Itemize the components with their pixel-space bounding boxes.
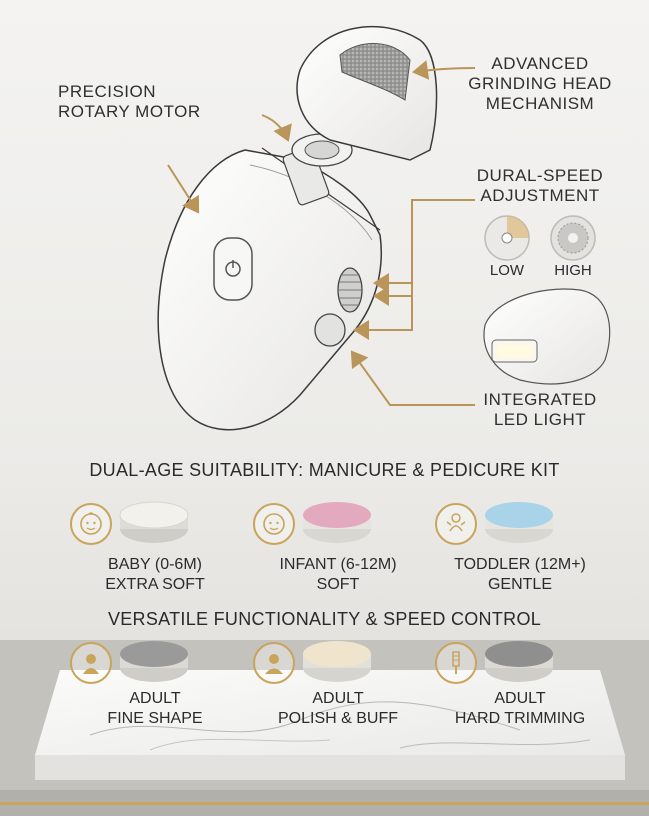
power-button	[213, 237, 253, 301]
man-silhouette-icon	[253, 642, 295, 684]
pad-gentle	[485, 502, 553, 543]
item-line2: SOFT	[316, 576, 360, 593]
pad-extra-soft	[119, 501, 189, 543]
item-line1: ADULT	[494, 690, 546, 707]
section-title-versatile: VERSATILE FUNCTIONALITY & SPEED CONTROL	[107, 609, 542, 629]
item-line1: INFANT (6-12M)	[279, 556, 397, 573]
item-line2: HARD TRIMMING	[454, 710, 586, 727]
item-line1: TODDLER (12M+)	[454, 556, 586, 573]
pad-fine-shape	[120, 641, 188, 682]
item-line1: ADULT	[129, 690, 181, 707]
callout-grinding-head: ADVANCED GRINDING HEAD MECHANISM	[468, 54, 612, 113]
callout-motor: PRECISION ROTARY MOTOR	[58, 82, 201, 121]
callout-speed-adjustment: DURAL-SPEED ADJUSTMENT	[476, 166, 604, 205]
nail-file-icon	[435, 642, 477, 684]
high-speed-disc	[550, 215, 596, 261]
pad-polish-buff	[303, 641, 371, 682]
pad-hard-trimming	[485, 641, 553, 682]
device-body	[157, 149, 383, 431]
led-button	[314, 313, 346, 347]
item-line2: GENTLE	[487, 576, 552, 593]
woman-silhouette-icon	[70, 642, 112, 684]
speed-high-label: HIGH	[554, 262, 592, 279]
toddler-icon	[435, 503, 477, 545]
item-line2: POLISH & BUFF	[277, 710, 399, 727]
pad-soft	[303, 502, 371, 543]
item-line1: ADULT	[312, 690, 364, 707]
section-title-dual-age: DUAL-AGE SUITABILITY: MANICURE & PEDICUR…	[89, 460, 560, 480]
item-line1: BABY (0-6M)	[108, 556, 202, 573]
speed-low-label: LOW	[489, 262, 525, 279]
item-line2: EXTRA SOFT	[105, 576, 205, 593]
callout-led: INTEGRATED LED LIGHT	[483, 390, 597, 429]
infant-face-icon	[253, 503, 295, 545]
led-inset	[483, 288, 611, 385]
low-speed-disc	[484, 215, 530, 261]
baby-face-icon	[70, 503, 112, 545]
device-illustration	[157, 25, 611, 431]
item-line2: FINE SHAPE	[107, 710, 203, 727]
